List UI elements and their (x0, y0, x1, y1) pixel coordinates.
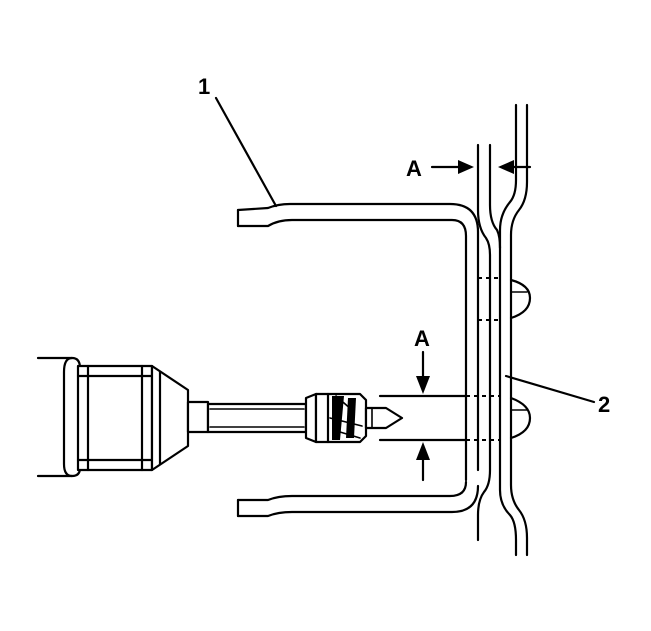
dimension-hole: A (414, 326, 430, 482)
inner-panel (476, 143, 502, 542)
outer-panel (498, 103, 529, 557)
upper-rivet (478, 277, 532, 321)
dimension-hole-label: A (414, 326, 430, 351)
callout-2: 2 (504, 374, 610, 417)
bracket (236, 202, 480, 518)
callout-1: 1 (198, 74, 278, 208)
callout-1-label: 1 (198, 74, 210, 99)
lower-rivet (378, 394, 532, 442)
callout-2-label: 2 (598, 392, 610, 417)
drill (36, 356, 404, 478)
dimension-top: A (406, 156, 532, 181)
dimension-top-label: A (406, 156, 422, 181)
